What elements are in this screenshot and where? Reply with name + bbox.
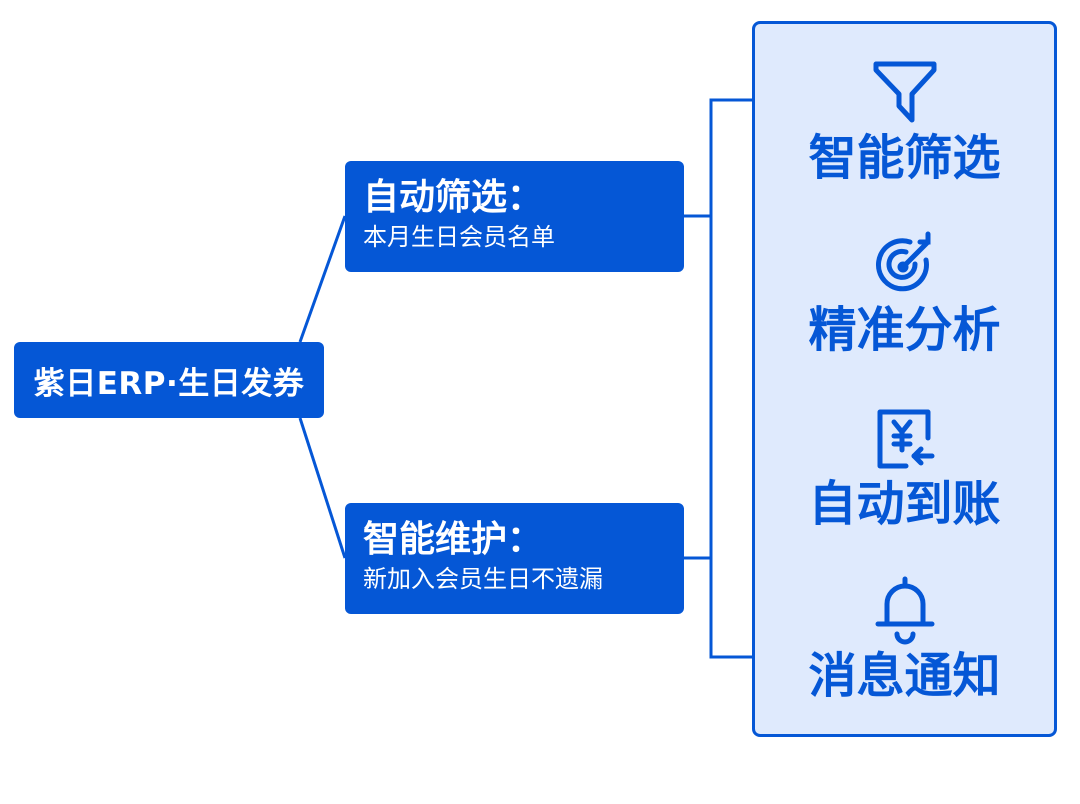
bell-icon [875,576,934,645]
branch-description: 本月生日会员名单 [363,223,555,251]
feature-label: 消息通知 [808,648,1001,704]
feature-smart-filter: 智能筛选 [755,58,1054,188]
branch-title: 智能维护： [363,519,544,560]
feature-auto-credit: 自动到账 [755,404,1054,534]
target-icon [875,231,930,292]
branch-title: 自动筛选： [363,177,544,218]
connector-root-to-branch-1 [298,215,347,343]
filter-icon [873,61,936,123]
connector-root-to-branch-2 [298,417,347,559]
feature-precise-analysis: 精准分析 [755,230,1054,360]
feature-label: 精准分析 [808,302,1001,358]
branch-description: 新加入会员生日不遗漏 [363,565,603,593]
feature-message-notification: 消息通知 [755,574,1054,706]
yen-transfer-icon [877,409,934,469]
root-node: 紫日ERP·生日发券 [14,342,324,418]
branch-node-auto-filter: 自动筛选： 本月生日会员名单 [345,161,684,272]
feature-label: 智能筛选 [808,130,1001,186]
bracket-to-panel [709,98,752,659]
root-title: 紫日ERP·生日发券 [33,365,305,402]
features-panel: 智能筛选 精准分析 自动到账 [752,21,1057,737]
feature-label: 自动到账 [808,476,1001,532]
branch-node-smart-maintenance: 智能维护： 新加入会员生日不遗漏 [345,503,684,614]
